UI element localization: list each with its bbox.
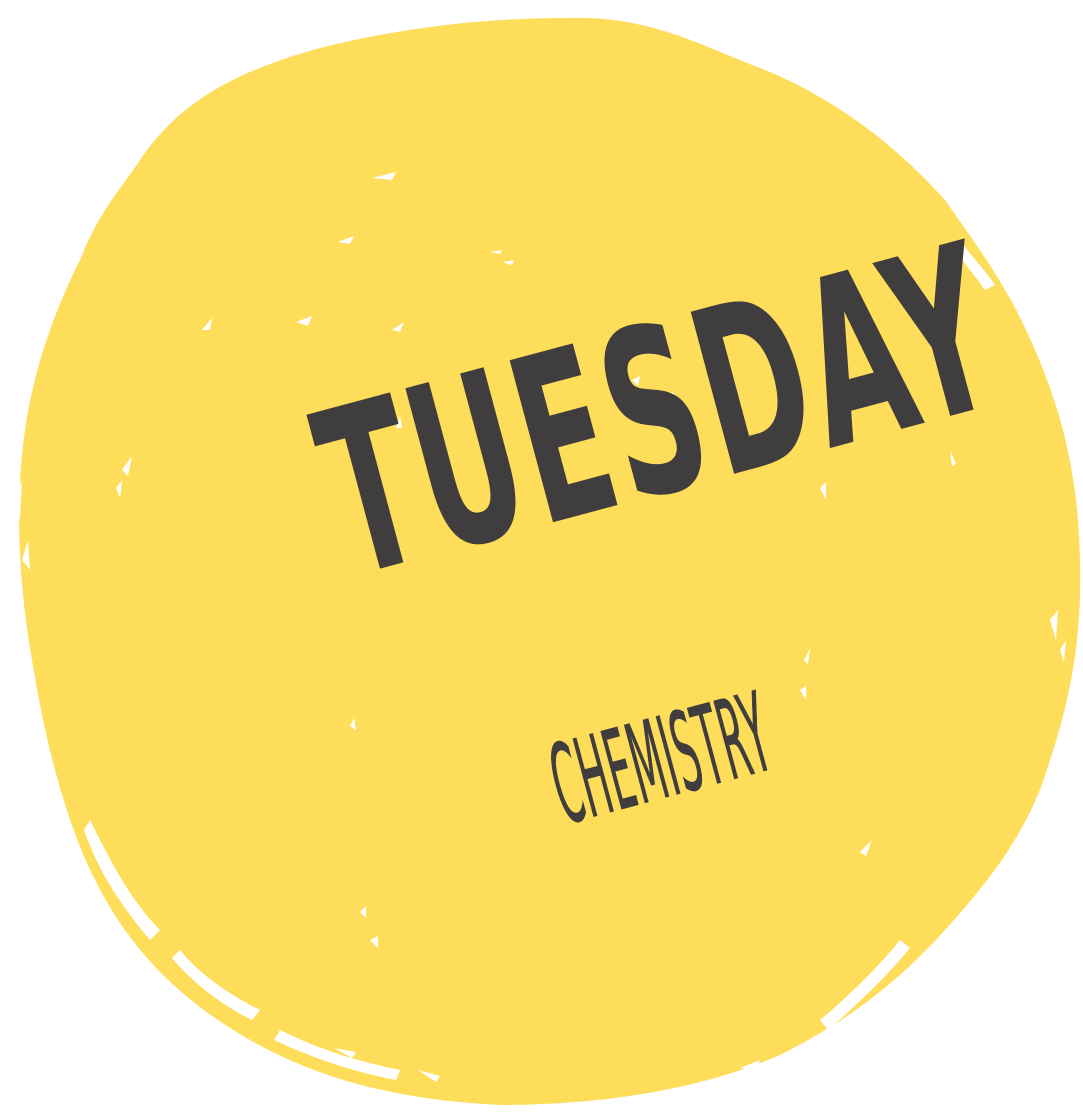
paint-speckles	[14, 172, 1066, 1082]
rough-edge-streaks	[84, 240, 995, 1080]
badge-subtitle: CHEMISTRY	[537, 668, 784, 850]
